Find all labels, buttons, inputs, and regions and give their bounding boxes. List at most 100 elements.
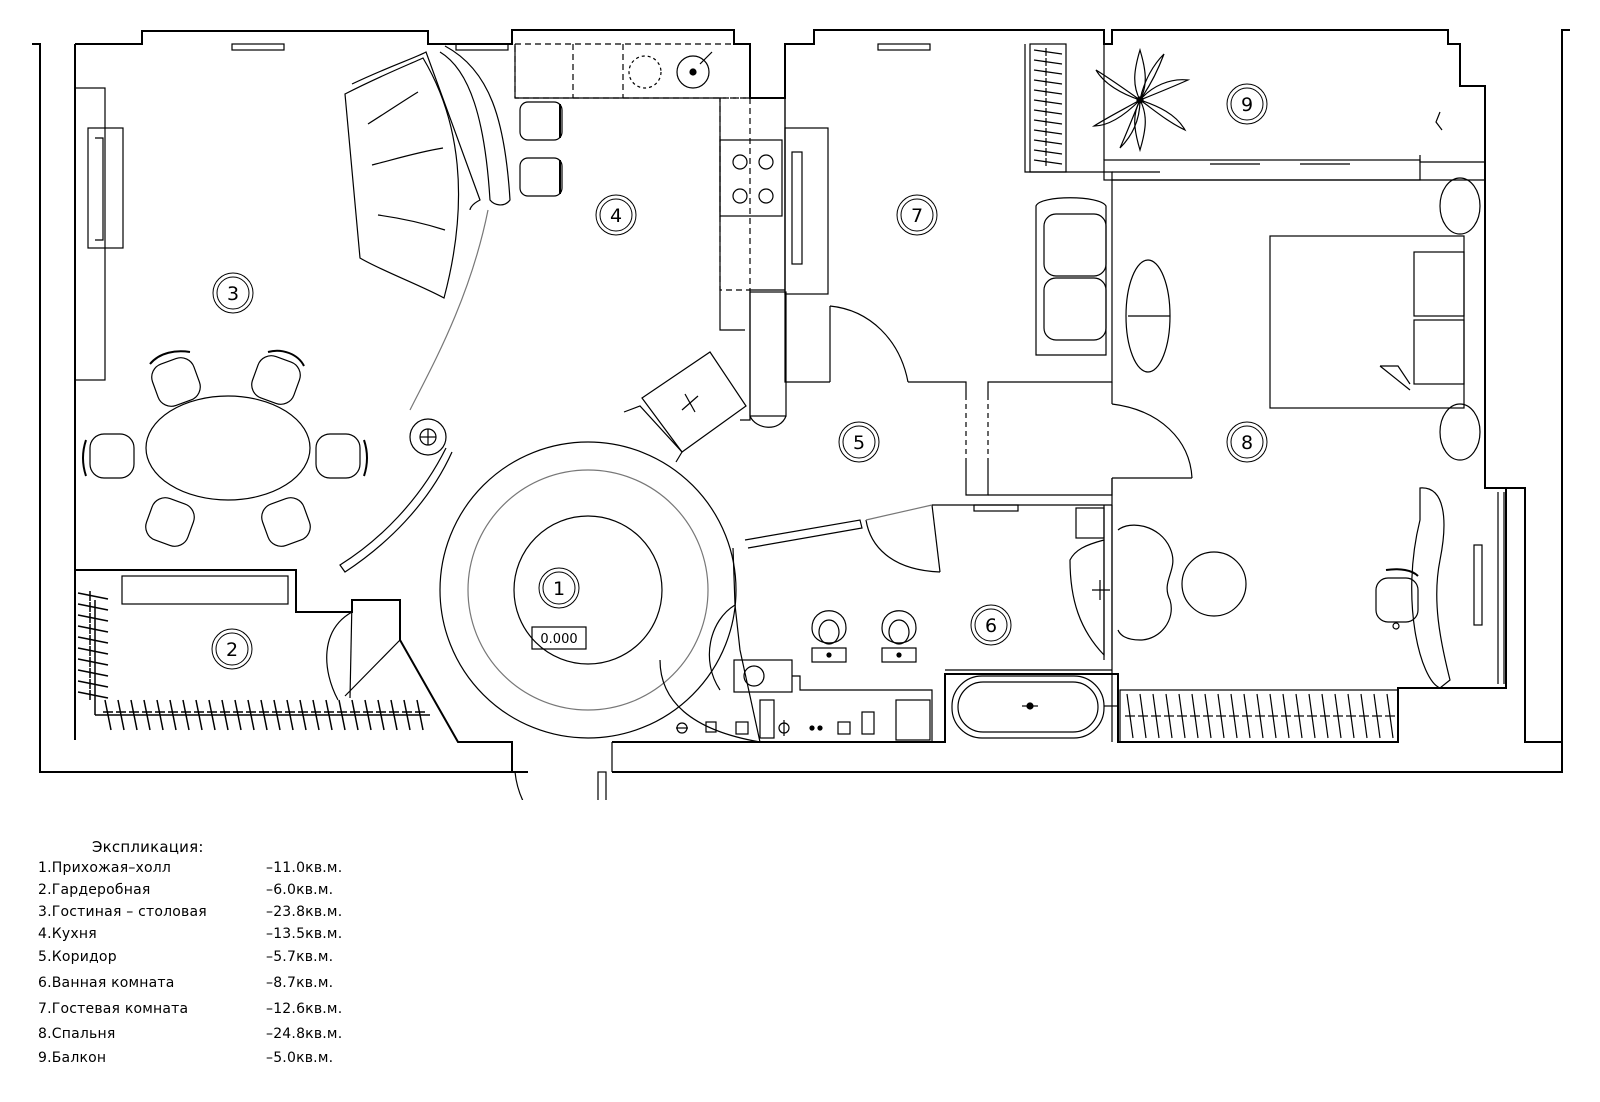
hanger-mark bbox=[247, 699, 255, 731]
legend-row: 9.Балкон –5.0кв.м. bbox=[38, 1050, 438, 1070]
inner-walls bbox=[514, 44, 1486, 743]
hanger-mark bbox=[1033, 49, 1063, 55]
hanger-mark bbox=[77, 669, 109, 677]
hanger-mark bbox=[1033, 139, 1063, 145]
legend-room-area: –5.7кв.м. bbox=[266, 949, 334, 965]
room-marker-2: 2 bbox=[211, 628, 253, 670]
room-number-8: 8 bbox=[1241, 432, 1253, 454]
hanger-mark bbox=[1033, 149, 1063, 155]
legend-row: 8.Спальня –24.8кв.м. bbox=[38, 1026, 438, 1046]
legend-room-name: 2.Гардеробная bbox=[38, 882, 151, 898]
room-number-9: 9 bbox=[1241, 94, 1253, 116]
legend-row: 6.Ванная комната –8.7кв.м. bbox=[38, 975, 438, 995]
level-mark-box bbox=[531, 626, 587, 650]
legend-row: 3.Гостиная – столовая –23.8кв.м. bbox=[38, 904, 438, 924]
hanger-mark bbox=[416, 699, 424, 731]
hanger-mark bbox=[104, 699, 112, 731]
legend-row: 5.Коридор –5.7кв.м. bbox=[38, 949, 438, 969]
hanger-mark bbox=[273, 699, 281, 731]
legend-room-area: –24.8кв.м. bbox=[266, 1026, 343, 1042]
hanger-mark bbox=[77, 636, 109, 644]
room-marker-6: 6 bbox=[970, 604, 1012, 646]
entrance-door bbox=[511, 742, 613, 800]
hanger-mark bbox=[195, 699, 203, 731]
wardrobe-door bbox=[326, 599, 401, 701]
hanger-mark bbox=[299, 699, 307, 731]
hall-rug bbox=[439, 441, 737, 739]
hanger-mark bbox=[1033, 109, 1063, 115]
hanger-mark bbox=[208, 699, 216, 731]
hanger-mark bbox=[182, 699, 190, 731]
hanger-mark bbox=[260, 699, 268, 731]
legend-room-area: –6.0кв.м. bbox=[266, 882, 334, 898]
hanger-mark bbox=[1033, 59, 1063, 65]
legend-room-area: –5.0кв.м. bbox=[266, 1050, 334, 1066]
hanger-mark bbox=[1033, 99, 1063, 105]
legend-room-name: 8.Спальня bbox=[38, 1026, 116, 1042]
legend-room-name: 1.Прихожая–холл bbox=[38, 860, 172, 876]
windows bbox=[231, 43, 1505, 684]
wardrobe-hangers bbox=[77, 591, 430, 731]
legend-room-name: 4.Кухня bbox=[38, 926, 97, 942]
level-mark: 0.000 bbox=[540, 632, 577, 647]
floor-plan: 1 0.000 2 3 4 5 6 7 8 bbox=[32, 29, 1570, 800]
guest-room-furniture bbox=[784, 43, 1107, 383]
hanger-mark bbox=[1033, 159, 1063, 165]
room-marker-3: 3 bbox=[212, 272, 254, 314]
living-room-furniture bbox=[74, 45, 511, 605]
room-number-4: 4 bbox=[610, 205, 622, 227]
legend-title: Экспликация: bbox=[92, 838, 204, 856]
legend-row: 1.Прихожая–холл –11.0кв.м. bbox=[38, 860, 438, 880]
hanger-mark bbox=[77, 625, 109, 633]
bedroom-furniture bbox=[1117, 177, 1481, 743]
explication-legend: Экспликация: 1.Прихожая–холл –11.0кв.м. … bbox=[38, 838, 438, 1088]
hanger-mark bbox=[77, 658, 109, 666]
hanger-mark bbox=[77, 614, 109, 622]
legend-room-name: 5.Коридор bbox=[38, 949, 117, 965]
hanger-mark bbox=[77, 603, 109, 611]
plant-icon bbox=[1091, 47, 1191, 153]
hanger-mark bbox=[1033, 89, 1063, 95]
hanger-mark bbox=[364, 699, 372, 731]
room-marker-5: 5 bbox=[838, 421, 880, 463]
hanger-mark bbox=[117, 699, 125, 731]
legend-room-area: –23.8кв.м. bbox=[266, 904, 343, 920]
hanger-mark bbox=[377, 699, 385, 731]
hanger-mark bbox=[77, 592, 109, 600]
room-number-2: 2 bbox=[226, 639, 238, 661]
legend-room-area: –12.6кв.м. bbox=[266, 1001, 343, 1017]
legend-room-area: –8.7кв.м. bbox=[266, 975, 334, 991]
hanger-mark bbox=[234, 699, 242, 731]
hanger-mark bbox=[1033, 69, 1063, 75]
room-marker-7: 7 bbox=[896, 194, 938, 236]
hanger-mark bbox=[312, 699, 320, 731]
room-marker-1: 1 bbox=[538, 567, 580, 609]
hanger-mark bbox=[338, 699, 346, 731]
legend-row: 4.Кухня –13.5кв.м. bbox=[38, 926, 438, 946]
hanger-mark bbox=[77, 680, 109, 688]
hanger-mark bbox=[390, 699, 398, 731]
balcony bbox=[1091, 47, 1443, 181]
kitchen-furniture bbox=[514, 43, 787, 463]
legend-room-area: –11.0кв.м. bbox=[266, 860, 343, 876]
hanger-mark bbox=[143, 699, 151, 731]
hanger-mark bbox=[221, 699, 229, 731]
hanger-mark bbox=[169, 699, 177, 731]
hanger-mark bbox=[325, 699, 333, 731]
hanger-mark bbox=[351, 699, 359, 731]
legend-room-name: 3.Гостиная – столовая bbox=[38, 904, 207, 920]
room-marker-9: 9 bbox=[1226, 83, 1268, 125]
hanger-mark bbox=[77, 647, 109, 655]
room-marker-8: 8 bbox=[1226, 421, 1268, 463]
room-number-1: 1 bbox=[553, 578, 565, 600]
hanger-mark bbox=[130, 699, 138, 731]
hanger-mark bbox=[1033, 129, 1063, 135]
hanger-mark bbox=[156, 699, 164, 731]
bathroom-fixtures bbox=[676, 504, 1118, 742]
legend-row: 2.Гардеробная –6.0кв.м. bbox=[38, 882, 438, 902]
legend-room-name: 6.Ванная комната bbox=[38, 975, 175, 991]
room-number-5: 5 bbox=[853, 432, 865, 454]
room-number-7: 7 bbox=[911, 205, 923, 227]
hanger-mark bbox=[286, 699, 294, 731]
room-markers: 1 0.000 2 3 4 5 6 7 8 bbox=[211, 83, 1268, 670]
